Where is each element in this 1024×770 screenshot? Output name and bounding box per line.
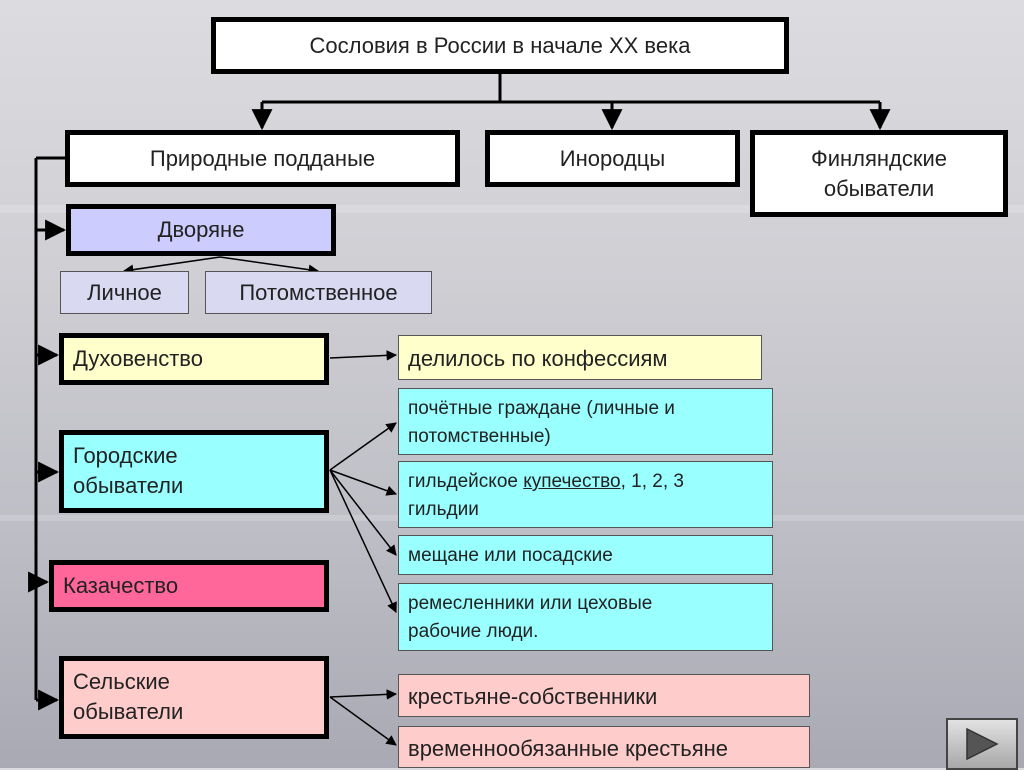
urban-merchants-pre: гильдейское: [408, 471, 524, 492]
estate-clergy: Духовенство: [59, 333, 329, 385]
estate-urban-line2: обыватели: [73, 472, 184, 498]
estate-urban-line1: Городские: [73, 443, 178, 468]
urban-townsfolk-text: мещане или посадские: [408, 545, 613, 566]
background-stripe: [0, 205, 1024, 213]
urban-honorary-line2: потомственные): [408, 425, 551, 447]
category-finnish: Финляндские обыватели: [750, 130, 1008, 217]
nobility-personal: Личное: [60, 271, 189, 314]
connector-urban-honorary: [329, 422, 397, 471]
nobility-hereditary-label: Потомственное: [239, 279, 398, 305]
nobility-personal-label: Личное: [87, 279, 162, 305]
estate-rural-line1: Сельские: [73, 669, 170, 694]
rural-temporary: временнообязанные крестьяне: [398, 726, 810, 768]
rural-owners: крестьяне-собственники: [398, 674, 810, 717]
urban-honorary-citizens: почётные граждане (личные и потомственны…: [398, 388, 773, 455]
urban-artisans-line2: рабочие люди.: [408, 620, 539, 642]
urban-honorary-line1: почётные граждане (личные и: [408, 398, 675, 419]
urban-artisans-line1: ремесленники или цеховые: [408, 593, 653, 614]
estate-rural-line2: обыватели: [73, 698, 184, 724]
rural-temporary-text: временнообязанные крестьяне: [408, 736, 729, 761]
urban-artisans: ремесленники или цеховые рабочие люди.: [398, 583, 773, 651]
estate-cossacks: Казачество: [49, 560, 329, 612]
urban-merchants-word: купечество: [523, 471, 621, 492]
category-native-subjects: Природные подданые: [65, 130, 460, 187]
connector-urban-artisans: [329, 469, 397, 613]
estate-nobility: Дворяне: [66, 204, 336, 256]
rural-owners-text: крестьяне-собственники: [408, 684, 658, 709]
diagram-title: Сословия в России в начале XX века: [211, 17, 789, 74]
urban-guild-merchants: гильдейское купечество, 1, 2, 3 гильдии: [398, 461, 773, 528]
nobility-hereditary: Потомственное: [205, 271, 432, 314]
clergy-note-text: делилось по конфессиям: [408, 346, 668, 371]
play-triangle-icon: [966, 727, 999, 761]
category-inorodtsy: Инородцы: [485, 130, 740, 187]
category-finnish-label: Финляндские обыватели: [811, 144, 947, 203]
estate-urban: Городские обыватели: [59, 430, 329, 513]
diagram-title-text: Сословия в России в начале XX века: [309, 32, 691, 58]
category-native-label: Природные подданые: [149, 145, 376, 171]
estate-clergy-label: Духовенство: [73, 346, 203, 371]
urban-merchants-post: , 1, 2, 3: [620, 471, 684, 492]
urban-merchants-line2: гильдии: [408, 498, 479, 520]
next-slide-button[interactable]: [946, 718, 1018, 770]
estate-cossacks-label: Казачество: [63, 573, 179, 598]
urban-townsfolk: мещане или посадские: [398, 535, 773, 575]
connector-urban-townsfolk: [329, 469, 397, 556]
category-inorodtsy-label: Инородцы: [559, 145, 666, 171]
category-finnish-line1: Финляндские: [810, 145, 948, 171]
connector-urban-merchants: [329, 469, 397, 496]
estate-rural: Сельские обыватели: [59, 656, 329, 739]
connector-rural-temporary: [329, 696, 397, 746]
estate-nobility-label: Дворяне: [157, 217, 245, 242]
category-finnish-line2: обыватели: [823, 175, 935, 201]
connector-to-personal: [122, 256, 221, 275]
connector-clergy-note: [329, 350, 398, 361]
connector-to-hereditary: [219, 256, 320, 275]
connector-rural-owners: [329, 689, 398, 700]
clergy-note: делилось по конфессиям: [398, 335, 762, 380]
